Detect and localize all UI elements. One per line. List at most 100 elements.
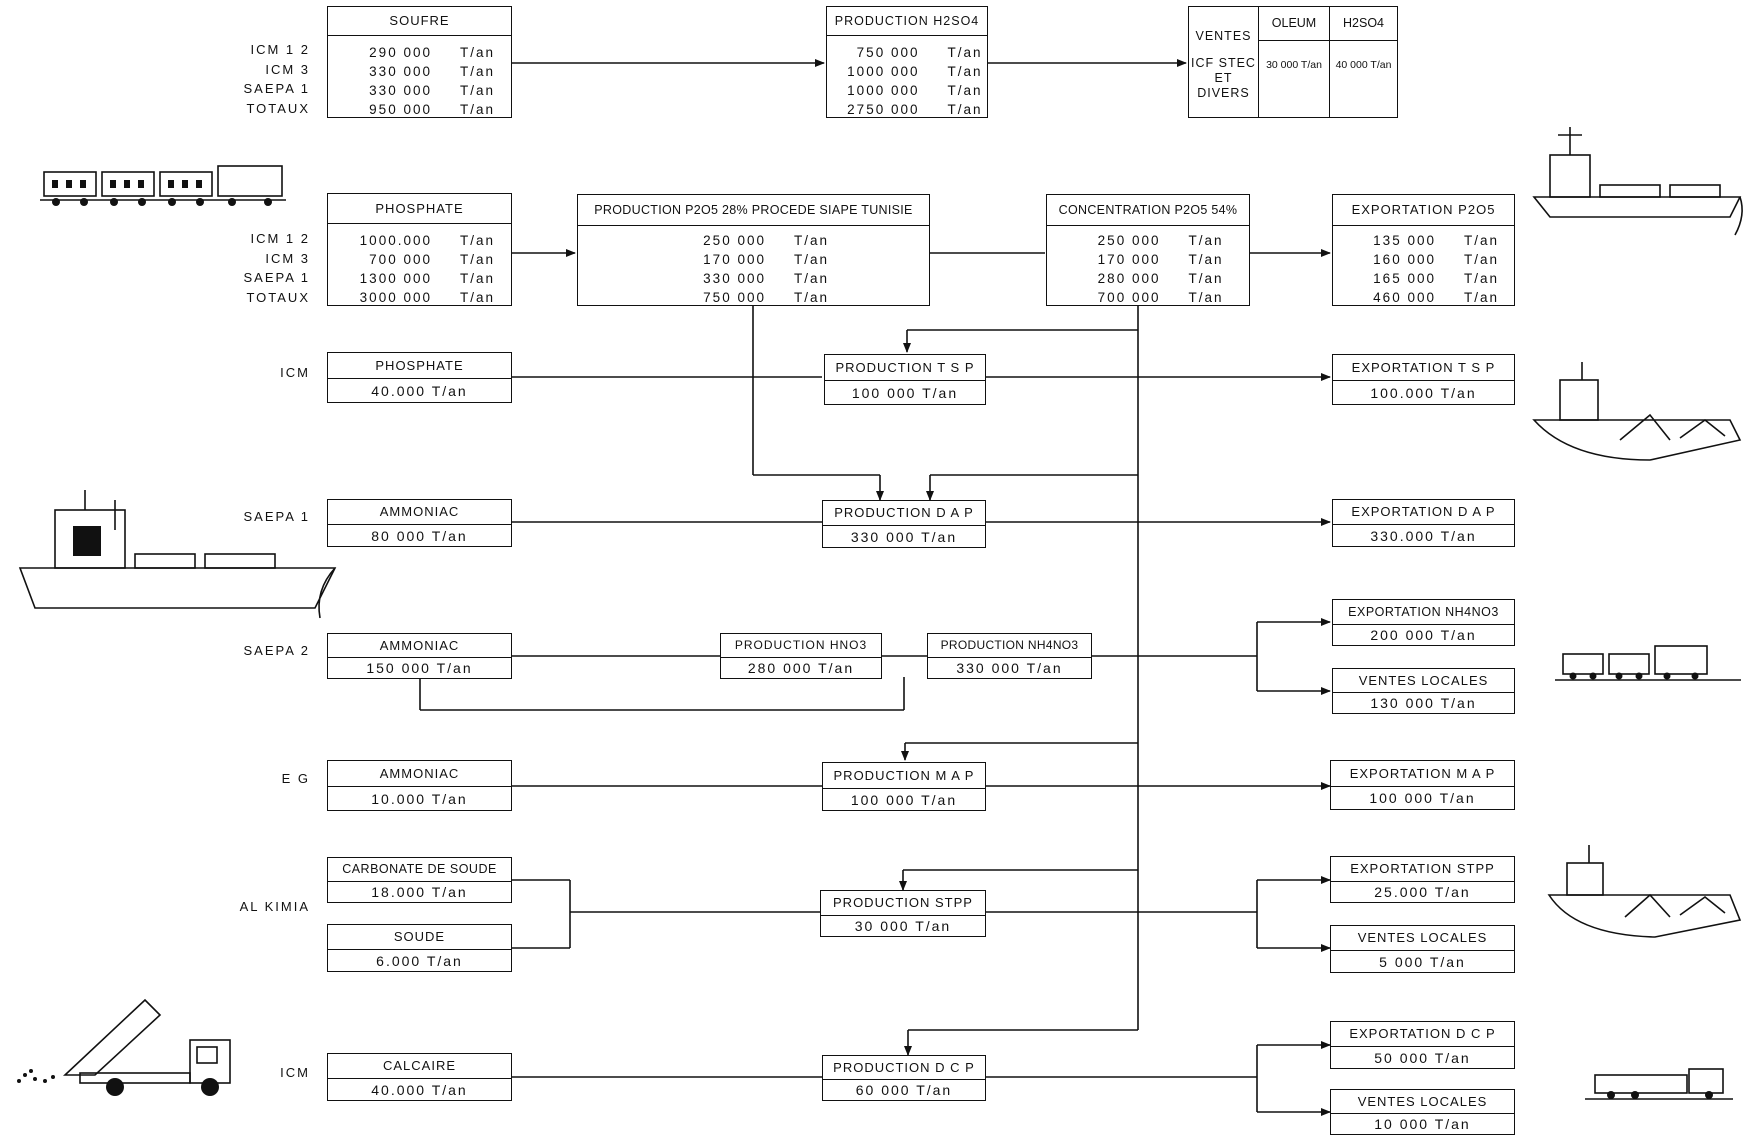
box-title: VENTES LOCALES [1331, 926, 1514, 951]
box-title: PRODUCTION M A P [823, 763, 985, 789]
value: 1000 000 [847, 64, 920, 79]
box-title: VENTES LOCALES [1331, 1090, 1514, 1114]
ventes-locales-nh4no3-box: VENTES LOCALES 130 000 T/an [1332, 668, 1515, 714]
box-title: PHOSPHATE [328, 353, 511, 379]
freight-train-icon [1555, 645, 1741, 681]
box-value: 80 000 T/an [371, 528, 468, 544]
unit: T/an [947, 83, 983, 98]
value: 460 000 [1373, 290, 1436, 305]
box-title: PRODUCTION H2SO4 [827, 7, 987, 36]
box-value: 100.000 T/an [1370, 385, 1477, 401]
dump-truck-icon [17, 998, 231, 1096]
unit: T/an [793, 271, 829, 286]
production-tsp-box: PRODUCTION T S P 100 000 T/an [824, 354, 986, 405]
source-label-icm-dcp: ICM [280, 1065, 310, 1080]
cargo-ship-icon [18, 490, 337, 619]
production-p2o5-box: PRODUCTION P2O5 28% PROCEDE SIAPE TUNISI… [577, 194, 930, 306]
ventes-customers: ICF STEC ET DIVERS [1191, 56, 1256, 100]
box-title: SOUFRE [328, 7, 511, 36]
ventes-label: VENTES [1195, 29, 1252, 43]
truck-icon [1585, 1068, 1733, 1100]
source-label-saepa2: SAEPA 2 [243, 643, 310, 658]
box-value: 280 000 T/an [747, 660, 855, 676]
box-title: VENTES LOCALES [1333, 669, 1514, 693]
unit: T/an [1188, 271, 1224, 286]
cargo-ship-icon [1532, 127, 1743, 236]
box-value: 130 000 T/an [1370, 695, 1477, 711]
box-value: 25.000 T/an [1374, 884, 1471, 900]
box-title: CARBONATE DE SOUDE [328, 858, 511, 882]
box-value: 10.000 T/an [371, 791, 468, 807]
oleum-header: OLEUM [1259, 7, 1329, 41]
unit: T/an [459, 290, 495, 305]
ventes-locales-dcp-box: VENTES LOCALES 10 000 T/an [1330, 1089, 1515, 1135]
box-value: 18.000 T/an [371, 884, 468, 900]
unit: T/an [1463, 290, 1499, 305]
source-label-alkimia: AL KIMIA [239, 899, 310, 914]
value: 160 000 [1373, 252, 1436, 267]
box-value: 30 000 T/an [854, 918, 952, 934]
box-title: PHOSPHATE [328, 194, 511, 224]
production-dcp-box: PRODUCTION D C P 60 000 T/an [822, 1055, 986, 1101]
value: 170 000 [703, 252, 766, 267]
box-title: PRODUCTION T S P [825, 355, 985, 381]
exportation-map-box: EXPORTATION M A P 100 000 T/an [1330, 760, 1515, 810]
carbonate-de-soude-box: CARBONATE DE SOUDE 18.000 T/an [327, 857, 512, 903]
value: 1300 000 [359, 271, 432, 286]
box-title: AMMONIAC [328, 500, 511, 525]
box-value: 200 000 T/an [1370, 627, 1477, 643]
ammoniac-eg-box: AMMONIAC 10.000 T/an [327, 760, 512, 811]
value: 750 000 [856, 45, 920, 60]
source-label: ICM 1 2 [250, 42, 310, 57]
unit: T/an [947, 64, 983, 79]
box-value: 50 000 T/an [1374, 1050, 1471, 1066]
source-label: TOTAUX [246, 100, 310, 116]
h2so4-value: 40 000 T/an [1335, 59, 1392, 71]
box-title: PRODUCTION P2O5 28% PROCEDE SIAPE TUNISI… [578, 195, 929, 226]
unit: T/an [947, 45, 983, 60]
source-label-eg: E G [281, 771, 310, 786]
value: 700 000 [369, 252, 432, 267]
box-value: 40.000 T/an [371, 1082, 468, 1098]
box-title: EXPORTATION D C P [1331, 1022, 1514, 1047]
value: 250 000 [703, 233, 766, 248]
soufre-source-labels: ICM 1 2 ICM 3 SAEPA 1 TOTAUX [200, 40, 310, 118]
box-title: PRODUCTION STPP [821, 891, 985, 916]
value: 280 000 [1097, 271, 1161, 286]
box-title: PRODUCTION D C P [823, 1056, 985, 1080]
production-dap-box: PRODUCTION D A P 330 000 T/an [822, 500, 986, 548]
ammoniac-saepa2-box: AMMONIAC 150 000 T/an [327, 633, 512, 679]
source-label: SAEPA 1 [243, 270, 310, 285]
box-title: PRODUCTION NH4NO3 [928, 634, 1091, 658]
box-value: 100 000 T/an [850, 792, 958, 808]
box-title: EXPORTATION P2O5 [1333, 195, 1514, 226]
value: 290 000 [369, 45, 432, 60]
unit: T/an [1463, 233, 1499, 248]
box-value: 100 000 T/an [1369, 790, 1476, 806]
unit: T/an [459, 102, 495, 117]
source-label: SAEPA 1 [243, 81, 310, 96]
box-value: 150 000 T/an [366, 660, 473, 676]
box-value: 40.000 T/an [371, 383, 468, 399]
unit: T/an [793, 233, 829, 248]
box-value: 60 000 T/an [855, 1082, 953, 1098]
unit: T/an [947, 102, 983, 117]
box-title: CONCENTRATION P2O5 54% [1047, 195, 1249, 226]
value: 170 000 [1097, 252, 1161, 267]
box-value: 6.000 T/an [376, 953, 463, 969]
value: 700 000 [1097, 290, 1161, 305]
ventes-table: VENTES ICF STEC ET DIVERS OLEUM 30 000 T… [1188, 6, 1398, 118]
exportation-nh4no3-box: EXPORTATION NH4NO3 200 000 T/an [1332, 599, 1515, 646]
value: 165 000 [1373, 271, 1436, 286]
box-title: CALCAIRE [328, 1054, 511, 1079]
production-nh4no3-box: PRODUCTION NH4NO3 330 000 T/an [927, 633, 1092, 679]
production-hno3-box: PRODUCTION HNO3 280 000 T/an [720, 633, 882, 679]
oleum-value: 30 000 T/an [1266, 59, 1322, 71]
box-value: 10 000 T/an [1374, 1116, 1471, 1132]
box-title: AMMONIAC [328, 761, 511, 787]
